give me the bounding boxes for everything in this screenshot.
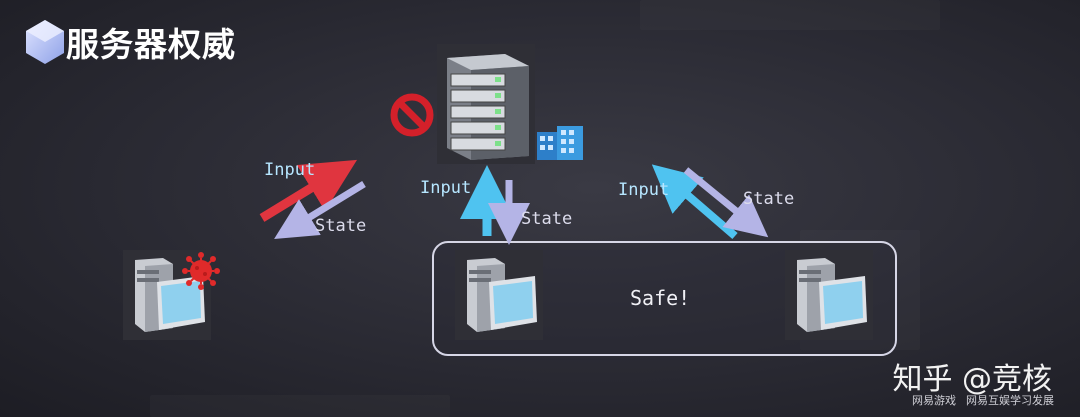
state-label-center: State: [521, 209, 573, 229]
computer-icon: [455, 250, 543, 340]
input-arrow-right: [651, 164, 738, 240]
state-arrow-right: [683, 167, 769, 238]
input-label-left: Input: [264, 160, 316, 180]
safe-label: Safe!: [630, 286, 691, 310]
logo-icon: [26, 20, 64, 64]
state-arrow-left: [274, 181, 366, 239]
input-label-right: Input: [618, 180, 670, 200]
server-icon: [437, 44, 535, 164]
state-label-right: State: [743, 189, 795, 209]
building-icon: [537, 126, 583, 160]
state-label-left: State: [315, 216, 367, 236]
computer-icon: [785, 250, 873, 340]
input-arrow-left: [259, 159, 358, 222]
input-label-center: Input: [420, 178, 472, 198]
no-entry-icon: [390, 93, 434, 137]
watermark: 知乎 @竞核: [892, 362, 1052, 397]
footer-right: 网易互娱学习发展: [966, 394, 1054, 407]
footer-left: 网易游戏: [912, 394, 956, 407]
virus-icon: [182, 252, 220, 290]
footer: 网易游戏 网易互娱学习发展: [912, 392, 1054, 408]
page-title: 服务器权威: [66, 25, 236, 64]
